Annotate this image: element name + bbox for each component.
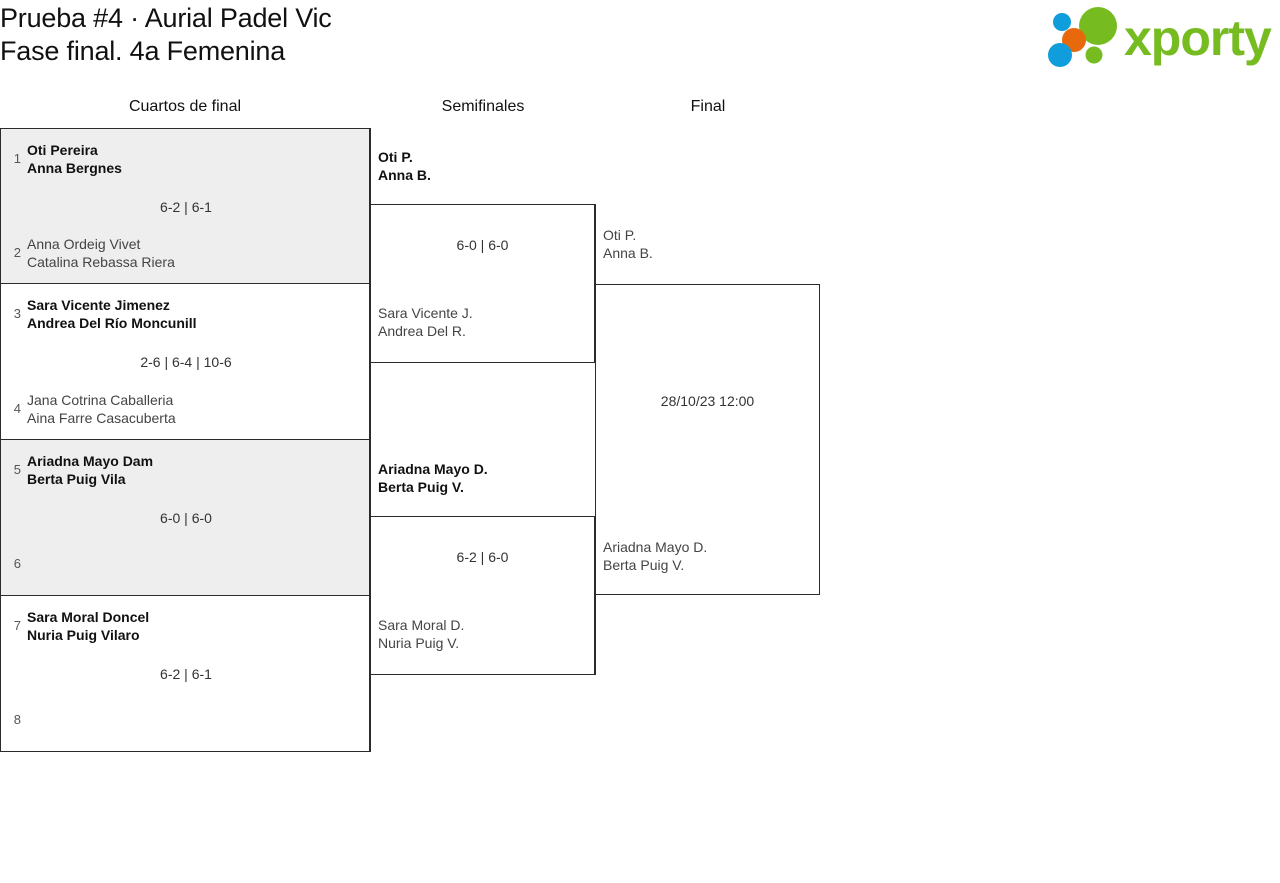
match-quarterfinal-4[interactable]: 7 Sara Moral Doncel Nuria Puig Vilaro 6-… (0, 596, 370, 752)
team-slot[interactable]: 5 Ariadna Mayo Dam Berta Puig Vila (1, 452, 371, 488)
team-players: Sara Moral Doncel Nuria Puig Vilaro (27, 609, 150, 643)
match-score: 6-2 | 6-1 (160, 199, 212, 215)
logo-dot-blue-small (1053, 13, 1071, 31)
bracket-connector-line (595, 204, 596, 285)
team-slot[interactable]: 1 Oti Pereira Anna Bergnes (1, 141, 371, 177)
match-final[interactable] (595, 284, 820, 595)
team-slot[interactable]: Oti P. Anna B. (378, 149, 431, 183)
match-quarterfinal-3[interactable]: 5 Ariadna Mayo Dam Berta Puig Vila 6-0 |… (0, 440, 370, 596)
team-slot[interactable]: 3 Sara Vicente Jimenez Andrea Del Río Mo… (1, 296, 371, 332)
team-players: Jana Cotrina Caballeria Aina Farre Casac… (27, 392, 176, 426)
round-header-semifinals: Semifinales (441, 98, 525, 115)
page-title: Prueba #4 · Aurial Padel Vic Fase final.… (0, 2, 332, 68)
match-score: 6-2 | 6-1 (160, 666, 212, 682)
match-quarterfinal-1[interactable]: 1 Oti Pereira Anna Bergnes 6-2 | 6-1 2 A… (0, 128, 370, 284)
seed-number: 5 (13, 462, 21, 477)
team-slot[interactable]: 7 Sara Moral Doncel Nuria Puig Vilaro (1, 608, 371, 644)
xporty-logo-svg: xporty (1048, 7, 1273, 67)
bracket-connector-line (595, 594, 596, 675)
team-players: Oti Pereira Anna Bergnes (27, 142, 122, 176)
bracket-connector-line (370, 362, 371, 517)
match-semifinal-1[interactable] (370, 204, 595, 363)
match-score: 6-0 | 6-0 (160, 510, 212, 526)
match-schedule: 28/10/23 12:00 (660, 393, 755, 409)
seed-number: 4 (13, 401, 21, 416)
page-title-line-2: Fase final. 4a Femenina (0, 36, 286, 66)
page-header: Prueba #4 · Aurial Padel Vic Fase final.… (0, 0, 1280, 92)
round-header-final: Final (690, 98, 726, 115)
team-slot[interactable]: Ariadna Mayo D. Berta Puig V. (378, 461, 488, 495)
bracket-connector-line (370, 128, 371, 205)
match-score: 6-0 | 6-0 (456, 237, 509, 253)
seed-number: 2 (13, 245, 21, 260)
tournament-bracket: 1 Oti Pereira Anna Bergnes 6-2 | 6-1 2 A… (0, 128, 1280, 828)
seed-number: 7 (13, 618, 21, 633)
team-players: Anna Ordeig Vivet Catalina Rebassa Riera (27, 236, 175, 270)
team-slot[interactable]: Sara Vicente J. Andrea Del R. (378, 305, 473, 339)
team-slot[interactable]: 6 (1, 555, 371, 573)
round-header-quarterfinals: Cuartos de final (128, 98, 242, 115)
logo-dot-green-large (1079, 7, 1117, 45)
logo-dot-orange (1062, 28, 1086, 52)
page-title-line-1: Prueba #4 · Aurial Padel Vic (0, 3, 332, 33)
match-quarterfinal-2[interactable]: 3 Sara Vicente Jimenez Andrea Del Río Mo… (0, 284, 370, 440)
seed-number: 1 (13, 151, 21, 166)
team-slot[interactable]: Sara Moral D. Nuria Puig V. (378, 617, 465, 651)
team-slot[interactable]: Ariadna Mayo D. Berta Puig V. (603, 539, 708, 573)
logo-dot-blue-large (1048, 43, 1072, 67)
team-slot[interactable]: 8 (1, 711, 371, 729)
logo-wordmark: xporty (1124, 10, 1272, 66)
team-players: Ariadna Mayo Dam Berta Puig Vila (27, 453, 154, 487)
team-slot[interactable]: 2 Anna Ordeig Vivet Catalina Rebassa Rie… (1, 235, 371, 271)
seed-number: 8 (13, 712, 21, 727)
logo-dot-green-small (1085, 46, 1103, 64)
match-score: 6-2 | 6-0 (456, 549, 509, 565)
match-semifinal-2[interactable] (370, 516, 595, 675)
xporty-logo[interactable]: xporty (1044, 6, 1274, 68)
team-players: Sara Vicente Jimenez Andrea Del Río Monc… (27, 297, 197, 331)
match-score: 2-6 | 6-4 | 10-6 (140, 354, 232, 370)
team-slot[interactable]: Oti P. Anna B. (603, 227, 653, 261)
bracket-connector-line (370, 674, 371, 752)
seed-number: 3 (13, 306, 21, 321)
seed-number: 6 (13, 556, 21, 571)
team-slot[interactable]: 4 Jana Cotrina Caballeria Aina Farre Cas… (1, 391, 371, 427)
